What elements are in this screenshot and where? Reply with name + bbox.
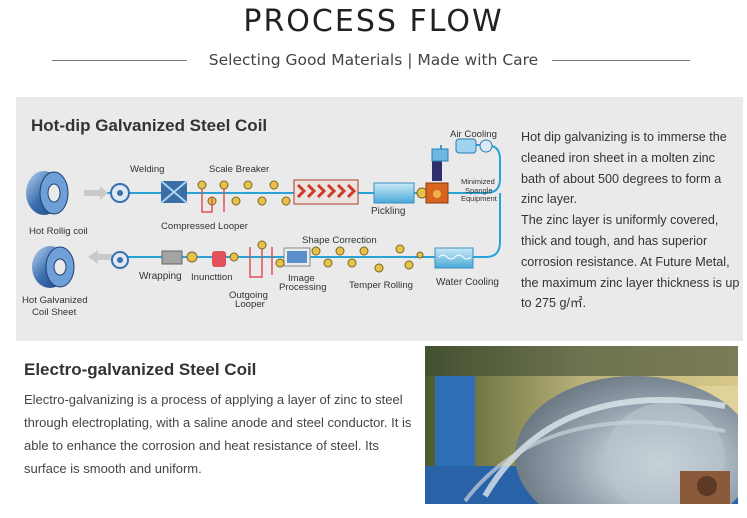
hot-dip-panel — [16, 97, 743, 341]
outgoing-looper-rollers — [257, 240, 285, 268]
hot-dip-process-diagram: Hot Rollig coil Welding Scale Breaker Co… — [22, 129, 501, 318]
label-minimized-spangle-3: Equipment — [461, 194, 498, 203]
label-hot-galvanized-1: Hot Galvanized — [22, 295, 88, 306]
label-incision: Inuncttion — [191, 272, 233, 283]
label-air-cooling: Air Cooling — [450, 129, 497, 140]
hot-dip-description-text: Hot dip galvanizing is to immerse the cl… — [521, 130, 740, 311]
hot-rolling-coil-icon — [26, 171, 69, 215]
roller-icon — [110, 183, 130, 203]
hot-dip-title: Hot-dip Galvanized Steel Coil — [31, 116, 268, 135]
wrapping-icon — [161, 250, 198, 265]
roller-icon — [111, 251, 129, 269]
electro-title: Electro-galvanized Steel Coil — [24, 360, 257, 379]
welding-block-icon — [160, 180, 188, 204]
label-wrapping: Wrapping — [139, 271, 182, 282]
subtitle-rule-left — [52, 60, 187, 61]
label-compressed-looper: Compressed Looper — [161, 221, 249, 232]
outgoing-looper-icon — [249, 247, 273, 278]
label-temper-rolling: Temper Rolling — [349, 280, 413, 291]
page-title: PROCESS FLOW — [243, 4, 504, 39]
label-welding: Welding — [130, 164, 165, 175]
label-outgoing-looper-2: Looper — [235, 299, 266, 310]
galvanized-coil-icon — [32, 246, 75, 288]
subtitle-rule-right — [552, 60, 690, 61]
water-cooling-icon — [434, 247, 474, 269]
temper-rolling-icon — [374, 244, 424, 273]
pickling-tank-icon — [373, 182, 428, 204]
label-minimized-spangle-1: Minimized — [461, 177, 495, 186]
label-image-processing-2: Processing — [279, 282, 326, 293]
label-hot-rolling-coil: Hot Rollig coil — [29, 226, 88, 237]
page-subtitle: Selecting Good Materials | Made with Car… — [208, 51, 539, 69]
zinc-bath-icon — [425, 161, 449, 204]
label-shape-correction: Shape Correction — [302, 235, 377, 246]
air-cooling-icon — [431, 138, 493, 162]
label-hot-galvanized-2: Coil Sheet — [32, 307, 77, 318]
image-processing-icon — [283, 247, 311, 267]
label-scale-breaker: Scale Breaker — [209, 164, 270, 175]
factory-photo — [425, 346, 738, 504]
label-image-processing-1: Image — [288, 273, 315, 284]
label-water-cooling: Water Cooling — [436, 277, 499, 288]
label-outgoing-looper-1: Outgoing — [229, 290, 268, 301]
shape-correction-icon — [311, 246, 369, 268]
electro-description: Electro-galvanizing is a process of appl… — [24, 392, 412, 476]
label-minimized-spangle-2: Spangle — [465, 186, 493, 195]
hot-dip-description: Hot dip galvanizing is to immerse the cl… — [521, 127, 741, 314]
compressed-looper-icon — [201, 189, 225, 213]
flow-arrows — [84, 186, 112, 264]
incision-icon — [212, 251, 239, 267]
label-pickling: Pickling — [371, 206, 405, 217]
heating-furnace-icon — [293, 179, 359, 205]
